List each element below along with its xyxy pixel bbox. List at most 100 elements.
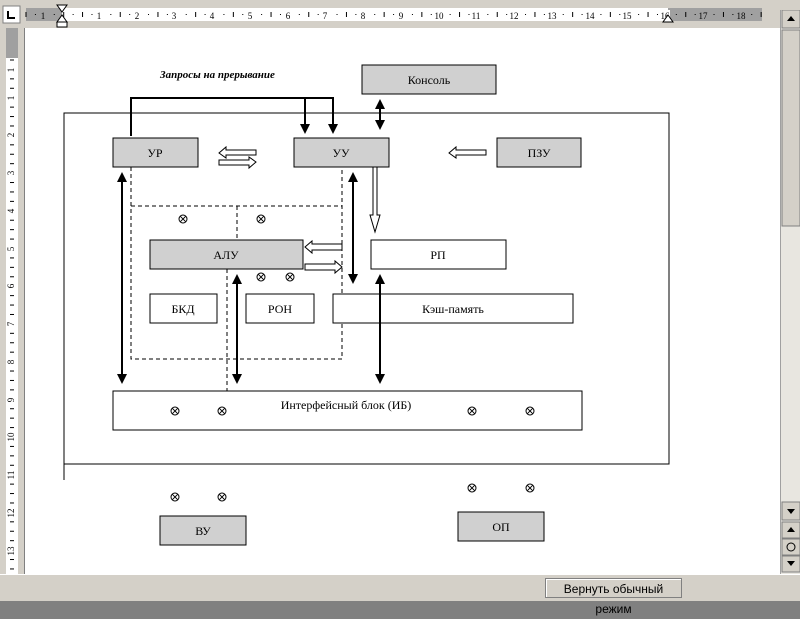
indicator-lamp-icon: [467, 406, 477, 416]
rp-label: РП: [430, 248, 446, 262]
ruler-number: 1: [6, 96, 16, 101]
indicator-lamp-icon: [525, 483, 535, 493]
bottom-toolbar: Вернуть обычный режим: [0, 574, 800, 616]
console-block: [361, 64, 497, 95]
right-indent-marker: [662, 14, 674, 23]
ur-block: [112, 137, 199, 168]
ruler-number: 10: [435, 11, 445, 21]
ruler-number: 16: [661, 11, 671, 21]
interrupt-requests-label: Запросы на прерывание: [159, 69, 275, 81]
ruler-number: 5: [6, 246, 16, 251]
ruler-number: 2: [135, 11, 140, 21]
interface-label: Интерфейсный блок (ИБ): [281, 398, 412, 412]
ruler-number: 8: [6, 359, 16, 364]
ruler-number: 15: [623, 11, 633, 21]
hollow-arrow-to-rp: [369, 166, 381, 234]
indicator-lamps: [170, 214, 535, 502]
indicator-lamp-icon: [170, 406, 180, 416]
uu-label: УУ: [333, 146, 350, 160]
op-label: ОП: [492, 520, 510, 534]
ruler-number: 4: [6, 208, 16, 213]
indicator-lamp-icon: [256, 272, 266, 282]
tab-selector-icon: [7, 11, 15, 19]
left-indent-marker: [56, 21, 68, 28]
alu-label: АЛУ: [213, 248, 239, 262]
ruler-number: 12: [510, 11, 519, 21]
ruler-number: 3: [172, 11, 177, 21]
hollow-arrow-to-alu: [304, 239, 343, 255]
hollow-arrow-from-pzu: [448, 145, 487, 159]
ruler-number: 18: [737, 11, 747, 21]
indicator-lamp-icon: [170, 492, 180, 502]
ruler-number: 9: [399, 11, 404, 21]
indicator-lamp-icon: [285, 272, 295, 282]
alu-block: [149, 239, 304, 270]
console-label: Консоль: [408, 73, 451, 87]
ruler-number: 11: [6, 471, 16, 480]
ruler-number: 3: [6, 170, 16, 175]
ruler-number: 6: [6, 283, 16, 288]
indicator-lamp-icon: [256, 214, 266, 224]
ruler-number: 7: [323, 11, 328, 21]
hollow-arrow-to-ur: [218, 145, 257, 159]
bkd-label: БКД: [171, 302, 194, 316]
next-page-icon: [787, 561, 795, 566]
bus-arrows: [117, 99, 385, 384]
pzu-label: ПЗУ: [528, 146, 551, 160]
indicator-lamp-icon: [525, 406, 535, 416]
uu-block: [293, 137, 390, 168]
indicator-lamp-icon: [178, 214, 188, 224]
indicator-lamp-icon: [217, 406, 227, 416]
ruler-number: 13: [548, 11, 558, 21]
cache-block: [332, 293, 574, 324]
pzu-block: [496, 137, 582, 168]
ruler-number: 5: [248, 11, 253, 21]
indicator-lamp-icon: [467, 483, 477, 493]
ruler-number: 11: [472, 11, 481, 21]
scroll-up-arrow-icon: [787, 16, 795, 21]
ruler-number: 4: [210, 11, 215, 21]
bkd-block: [149, 293, 218, 324]
hollow-arrow-from-alu: [304, 259, 343, 275]
hollow-arrows: [218, 145, 487, 275]
document-page[interactable]: Запросы на прерывание Консоль УР УУ: [25, 28, 780, 574]
ruler-number: 2: [6, 133, 16, 138]
ruler-number: 1: [41, 11, 46, 21]
ruler-number: 8: [361, 11, 366, 21]
ruler-number: 6: [286, 11, 291, 21]
ruler-number: 9: [6, 397, 16, 402]
ruler-number: 12: [6, 509, 16, 518]
block-diagram: Запросы на прерывание Консоль УР УУ: [63, 64, 670, 546]
interface-block: [112, 390, 583, 431]
vu-label: ВУ: [195, 524, 211, 538]
rp-block: [370, 239, 507, 270]
vertical-scrollbar[interactable]: [780, 9, 800, 574]
ur-label: УР: [147, 146, 162, 160]
vu-block: [159, 515, 247, 546]
interrupt-lines: [130, 97, 338, 136]
prev-page-icon: [787, 527, 795, 532]
ruler-number: 1: [97, 11, 102, 21]
ruler-number: 17: [699, 11, 709, 21]
scroll-down-arrow-icon: [787, 509, 795, 514]
cache-label: Кэш-память: [422, 302, 484, 316]
ruler-number: 14: [586, 11, 596, 21]
op-block: [457, 511, 545, 542]
ruler-number: 7: [6, 321, 16, 326]
ruler-number: 10: [6, 432, 16, 442]
browse-object-icon: [786, 542, 796, 552]
ruler-number: 1: [6, 68, 16, 73]
indicator-lamp-icon: [217, 492, 227, 502]
ruler-number: 13: [6, 546, 16, 556]
hollow-arrow-to-uu: [218, 156, 257, 170]
scroll-thumb: [781, 29, 800, 227]
first-line-indent-marker: [56, 4, 68, 13]
return-normal-mode-button[interactable]: Вернуть обычный режим: [545, 578, 682, 616]
outer-frame: [63, 112, 670, 465]
ron-block: [245, 293, 315, 324]
select-browse-object-button: [781, 538, 800, 556]
